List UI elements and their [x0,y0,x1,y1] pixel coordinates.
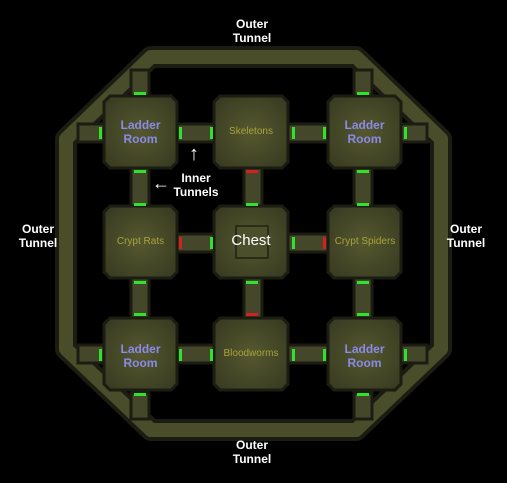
outer-tunnel-label-left: Outer Tunnel [18,222,58,250]
room-label-bottom-left: Ladder Room [120,342,161,370]
room-middle-right [326,204,403,280]
room-label-bottom-center: Bloodworms [223,348,279,359]
arrow-up-icon: ↑ [189,143,199,165]
room-bottom-left [102,316,179,392]
room-label-top-right: Ladder Room [344,118,385,146]
chest-icon [235,225,269,259]
rooms [102,94,403,392]
open-doors [99,92,407,396]
outer-tunnel-floor [59,50,448,437]
room-top-left [102,94,179,170]
locked-doors [179,170,326,316]
arrow-left-icon: ← [152,173,170,193]
room-middle-left [102,204,179,280]
room-bottom-right [326,316,403,392]
room-top-center [212,94,290,170]
room-label-middle-left: Crypt Rats [116,236,165,247]
outer-tunnel-label-right: Outer Tunnel [446,222,486,250]
room-top-right [326,94,403,170]
inner-tunnels-label: Inner Tunnels [173,171,219,199]
room-label-middle-center: Chest [231,232,271,249]
room-label-top-center: Skeletons [229,126,273,137]
outer-tunnel-label-top: Outer Tunnel [232,17,272,45]
room-bottom-center [212,316,290,392]
room-label-middle-right: Crypt Spiders [334,236,396,247]
room-label-top-left: Ladder Room [120,118,161,146]
outer-tunnel-label-bottom: Outer Tunnel [232,438,272,466]
room-label-bottom-right: Ladder Room [344,342,385,370]
